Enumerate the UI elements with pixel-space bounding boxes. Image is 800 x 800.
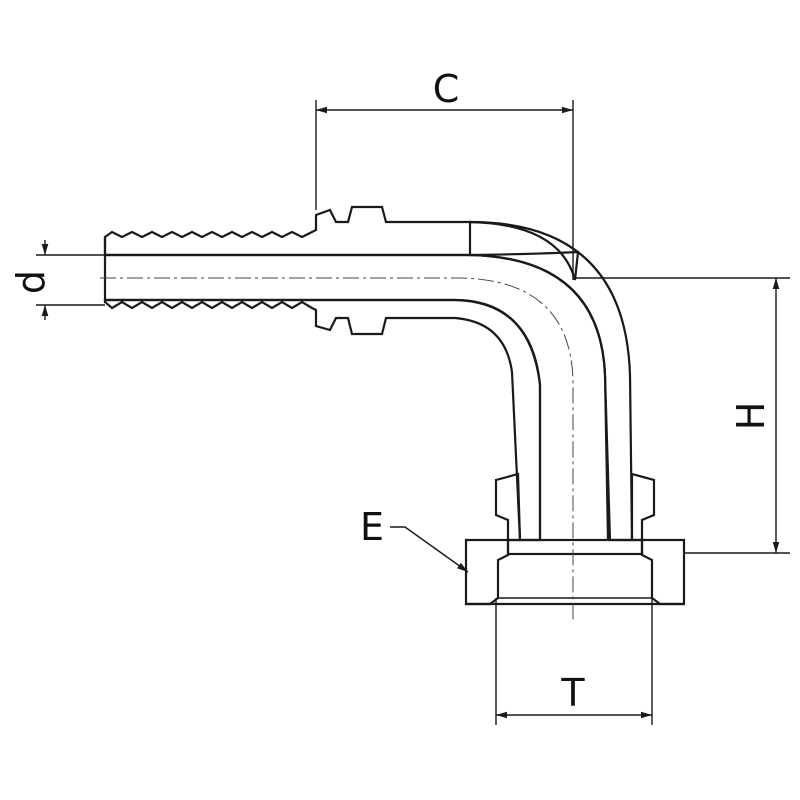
dim-h-label: H [729,402,773,431]
tube-top-wall [103,205,580,281]
bore-outline [105,253,610,541]
nut-right-collar [630,472,656,542]
fitting-body [103,205,634,542]
center-lines [100,277,574,620]
dim-d-label: d [9,270,53,294]
dimension-h: H [573,277,790,554]
centerline-path [100,277,574,620]
nut-seat [506,538,644,556]
dimension-c: C [315,67,574,280]
leader-e: E [360,505,469,573]
tube-bottom-wall [103,298,542,542]
dim-t-label: T [560,671,585,715]
nut-right-wall [640,538,686,606]
leader-e-label: E [360,505,384,549]
nut-left-wall [464,538,510,606]
dim-c-label: C [433,67,460,111]
leader-e-line [390,526,469,573]
dimension-d: d [9,240,105,320]
dimension-t: T [495,598,653,725]
swivel-nut [464,472,686,606]
